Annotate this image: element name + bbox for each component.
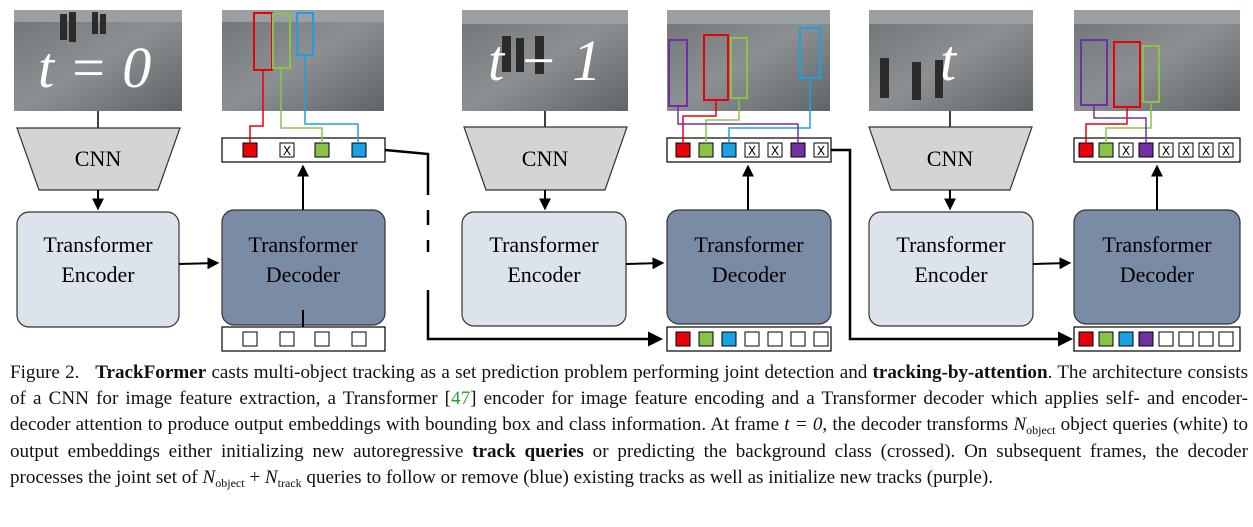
caption-bold-trackformer: TrackFormer — [95, 362, 207, 383]
svg-text:X: X — [817, 144, 825, 158]
caption-bold-track-queries: track queries — [472, 440, 584, 462]
decoder-label-line1-t: Transformer — [1102, 232, 1212, 257]
decoder-label-line2-t0: Decoder — [266, 262, 341, 287]
svg-text:X: X — [771, 144, 779, 158]
detection-image-t — [1074, 10, 1240, 111]
encoder-label-line2-t-minus-1: Encoder — [507, 262, 581, 287]
encoder-label-line1-t0: Transformer — [43, 232, 153, 257]
output-embeddings-t0: X — [221, 137, 386, 163]
encoder-label-line2-t: Encoder — [914, 262, 988, 287]
svg-text:X: X — [1202, 144, 1210, 158]
trackformer-architecture-diagram: t = 0 CNN Transformer Encoder Transforme… — [14, 10, 1241, 352]
joint-queries-t-minus-1 — [666, 326, 832, 352]
svg-text:X: X — [1222, 144, 1230, 158]
joint-queries-t — [1073, 326, 1241, 352]
input-image-t: t — [869, 10, 1033, 111]
cnn-label-t0: CNN — [75, 146, 122, 171]
cnn-label-t-minus-1: CNN — [522, 146, 569, 171]
svg-text:X: X — [1182, 144, 1190, 158]
transformer-encoder-t0 — [16, 211, 180, 328]
cnn-label-t: CNN — [927, 146, 974, 171]
cnn-block-t — [868, 126, 1033, 191]
detection-image-t0 — [222, 10, 384, 111]
figure-caption: Figure 2. TrackFormer casts multi-object… — [10, 362, 1249, 490]
encoder-label-line1-t: Transformer — [896, 232, 1006, 257]
transformer-encoder-t — [868, 211, 1034, 327]
svg-text:X: X — [1122, 144, 1130, 158]
input-image-t0: t = 0 — [14, 10, 182, 111]
object-queries-t0 — [221, 326, 386, 352]
output-embeddings-t-minus-1: X X X — [666, 137, 832, 163]
svg-text:X: X — [748, 144, 756, 158]
caption-bold-tracking-by-attention: tracking-by-attention — [872, 362, 1048, 383]
frame-label-t0: t = 0 — [38, 35, 151, 100]
frame-t-column: t CNN Transformer Encoder Transformer De… — [868, 10, 1241, 352]
svg-text:X: X — [1162, 144, 1170, 158]
cnn-block-t-minus-1 — [463, 126, 628, 191]
transformer-encoder-t-minus-1 — [461, 211, 627, 327]
decoder-label-line2-t-minus-1: Decoder — [712, 262, 787, 287]
encoder-label-line2-t0: Encoder — [61, 262, 135, 287]
detection-image-t-minus-1 — [667, 10, 830, 111]
citation-link[interactable]: 47 — [451, 388, 471, 410]
encoder-label-line1-t-minus-1: Transformer — [489, 232, 599, 257]
input-image-t-minus-1: t − 1 — [462, 10, 628, 111]
math-t-equals-0: t = 0 — [784, 414, 823, 436]
frame-label-t-minus-1: t − 1 — [488, 28, 601, 93]
frame-t-minus-1-column: t − 1 CNN Transformer Encoder Transforme… — [461, 10, 1073, 352]
decoder-label-line1-t0: Transformer — [248, 232, 358, 257]
svg-text:X: X — [283, 144, 291, 158]
output-embeddings-t: X X X X X — [1073, 137, 1241, 163]
frame-t0-column: t = 0 CNN Transformer Encoder Transforme… — [14, 10, 663, 352]
frame-label-t: t — [940, 28, 958, 93]
decoder-label-line1-t-minus-1: Transformer — [694, 232, 804, 257]
decoder-label-line2-t: Decoder — [1120, 262, 1195, 287]
figure-number: Figure 2. — [10, 362, 80, 383]
cnn-block-t0 — [16, 127, 181, 191]
